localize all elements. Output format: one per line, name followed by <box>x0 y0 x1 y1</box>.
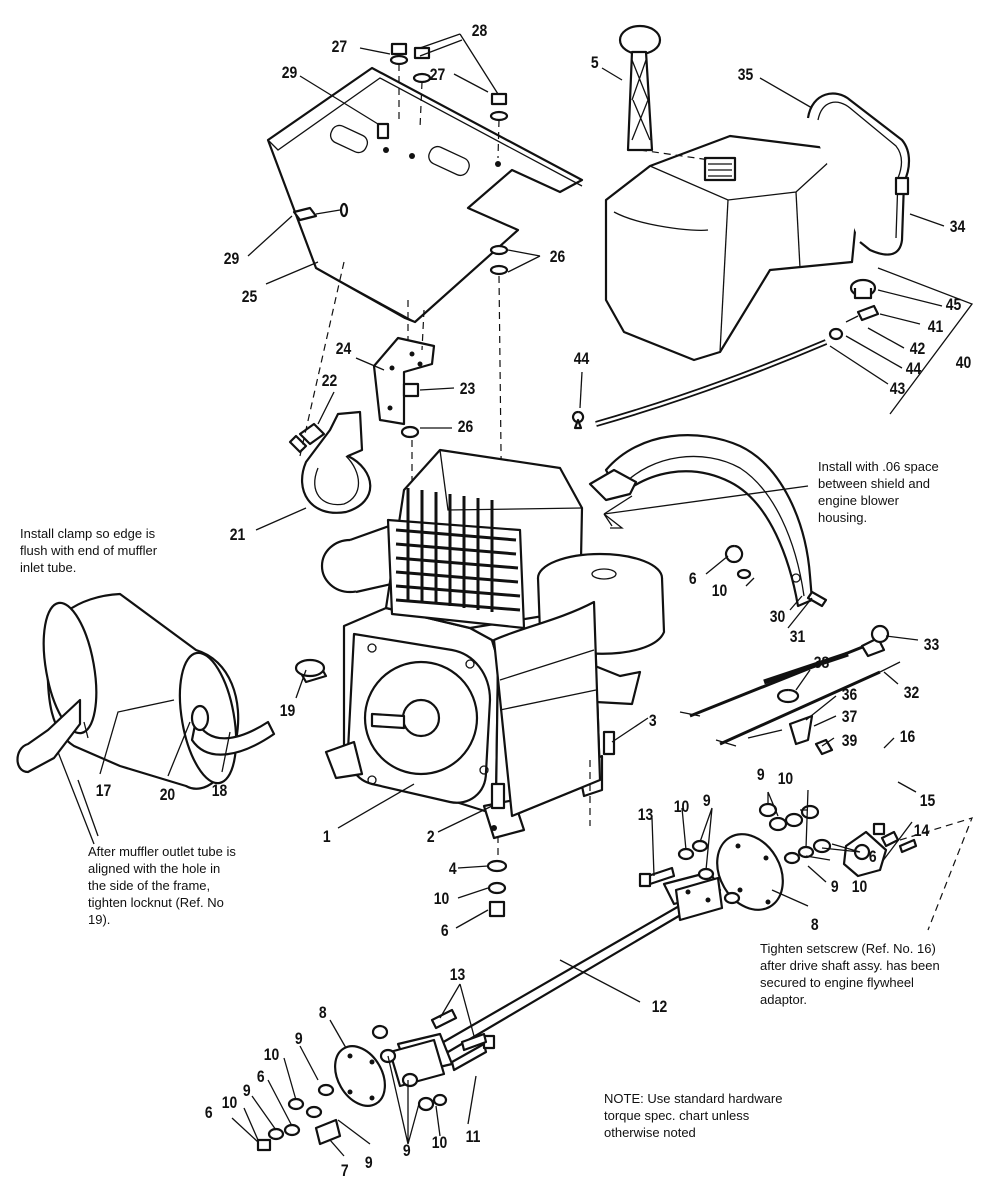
callout-10: 10 <box>778 770 793 789</box>
note-muffler: After muffler outlet tube is aligned wit… <box>88 844 236 927</box>
engine-shroud-cover <box>266 66 584 324</box>
callout-38: 38 <box>814 654 830 673</box>
callout-16: 16 <box>900 728 916 747</box>
callout-41: 41 <box>928 318 944 337</box>
callout-31: 31 <box>790 628 806 647</box>
callout-29: 29 <box>282 64 298 83</box>
callout-6: 6 <box>689 570 697 589</box>
callout-9: 9 <box>703 792 711 811</box>
callout-22: 22 <box>322 372 338 391</box>
callout-10: 10 <box>852 878 867 897</box>
callout-6: 6 <box>257 1068 265 1087</box>
blower-shield <box>588 434 828 608</box>
tank-strap <box>806 92 911 256</box>
cover-hardware <box>292 42 509 222</box>
callout-32: 32 <box>904 684 920 703</box>
callout-9: 9 <box>757 766 765 785</box>
callout-8: 8 <box>811 916 819 935</box>
fuel-tank <box>604 134 860 362</box>
exhaust-clamp <box>288 261 372 514</box>
fuel-line-assembly <box>571 278 880 430</box>
callout-5: 5 <box>591 54 599 73</box>
callout-44: 44 <box>574 350 590 369</box>
note-clamp: Install clamp so edge is flush with end … <box>20 526 158 575</box>
callout-33: 33 <box>924 636 940 655</box>
callout-29: 29 <box>224 250 240 269</box>
fuel-gauge-cap <box>618 24 711 161</box>
callout-19: 19 <box>280 702 296 721</box>
callout-44: 44 <box>906 360 922 379</box>
callout-23: 23 <box>460 380 476 399</box>
callout-9: 9 <box>365 1154 373 1173</box>
callout-40: 40 <box>956 354 971 373</box>
muffler-bracket <box>372 300 436 426</box>
callout-4: 4 <box>449 860 457 879</box>
leader-lines <box>57 33 945 1157</box>
callout-10: 10 <box>434 890 449 909</box>
callout-37: 37 <box>842 708 857 727</box>
callout-42: 42 <box>910 340 926 359</box>
callout-35: 35 <box>738 66 754 85</box>
callout-13: 13 <box>450 966 466 985</box>
callout-17: 17 <box>96 782 111 801</box>
engine-block <box>320 448 666 840</box>
callout-10: 10 <box>222 1094 237 1113</box>
drive-shaft-assembly <box>256 802 974 1152</box>
muffler <box>16 592 328 790</box>
callout-13: 13 <box>638 806 654 825</box>
callout-20: 20 <box>160 786 175 805</box>
note-shield: Install with .06 space between shield an… <box>818 459 939 525</box>
callout-9: 9 <box>243 1082 251 1101</box>
callout-3: 3 <box>649 712 657 731</box>
callout-bracket-40 <box>877 267 974 415</box>
callout-26: 26 <box>458 418 474 437</box>
callout-43: 43 <box>890 380 906 399</box>
callout-30: 30 <box>770 608 785 627</box>
callout-10: 10 <box>674 798 689 817</box>
callout-9: 9 <box>295 1030 303 1049</box>
callout-7: 7 <box>341 1162 349 1181</box>
callout-14: 14 <box>914 822 930 841</box>
callout-21: 21 <box>230 526 246 545</box>
callout-numbers: 27 28 27 29 29 25 26 5 35 34 45 41 42 40… <box>96 22 971 1181</box>
callout-11: 11 <box>466 1128 481 1147</box>
callout-27: 27 <box>430 66 445 85</box>
callout-18: 18 <box>212 782 228 801</box>
callout-34: 34 <box>950 218 966 237</box>
callout-28: 28 <box>472 22 488 41</box>
callout-8: 8 <box>319 1004 327 1023</box>
callout-9: 9 <box>403 1142 411 1161</box>
note-setscrew: Tighten setscrew (Ref. No. 16) after dri… <box>760 941 940 1007</box>
callout-25: 25 <box>242 288 258 307</box>
callout-39: 39 <box>842 732 858 751</box>
callout-1: 1 <box>323 828 331 847</box>
note-torque: NOTE: Use standard hardware torque spec.… <box>604 1091 783 1140</box>
callout-6: 6 <box>869 848 877 867</box>
callout-27: 27 <box>332 38 347 57</box>
callout-6: 6 <box>441 922 449 941</box>
callout-9: 9 <box>831 878 839 897</box>
callout-36: 36 <box>842 686 858 705</box>
callout-10: 10 <box>712 582 727 601</box>
callout-45: 45 <box>946 296 962 315</box>
callout-15: 15 <box>920 792 936 811</box>
control-cables <box>679 624 901 756</box>
callout-26: 26 <box>550 248 566 267</box>
engine-mount-hardware <box>486 730 616 918</box>
callout-2: 2 <box>427 828 435 847</box>
callout-10: 10 <box>432 1134 447 1153</box>
callout-6: 6 <box>205 1104 213 1123</box>
callout-12: 12 <box>652 998 668 1017</box>
callout-24: 24 <box>336 340 352 359</box>
callout-10: 10 <box>264 1046 279 1065</box>
